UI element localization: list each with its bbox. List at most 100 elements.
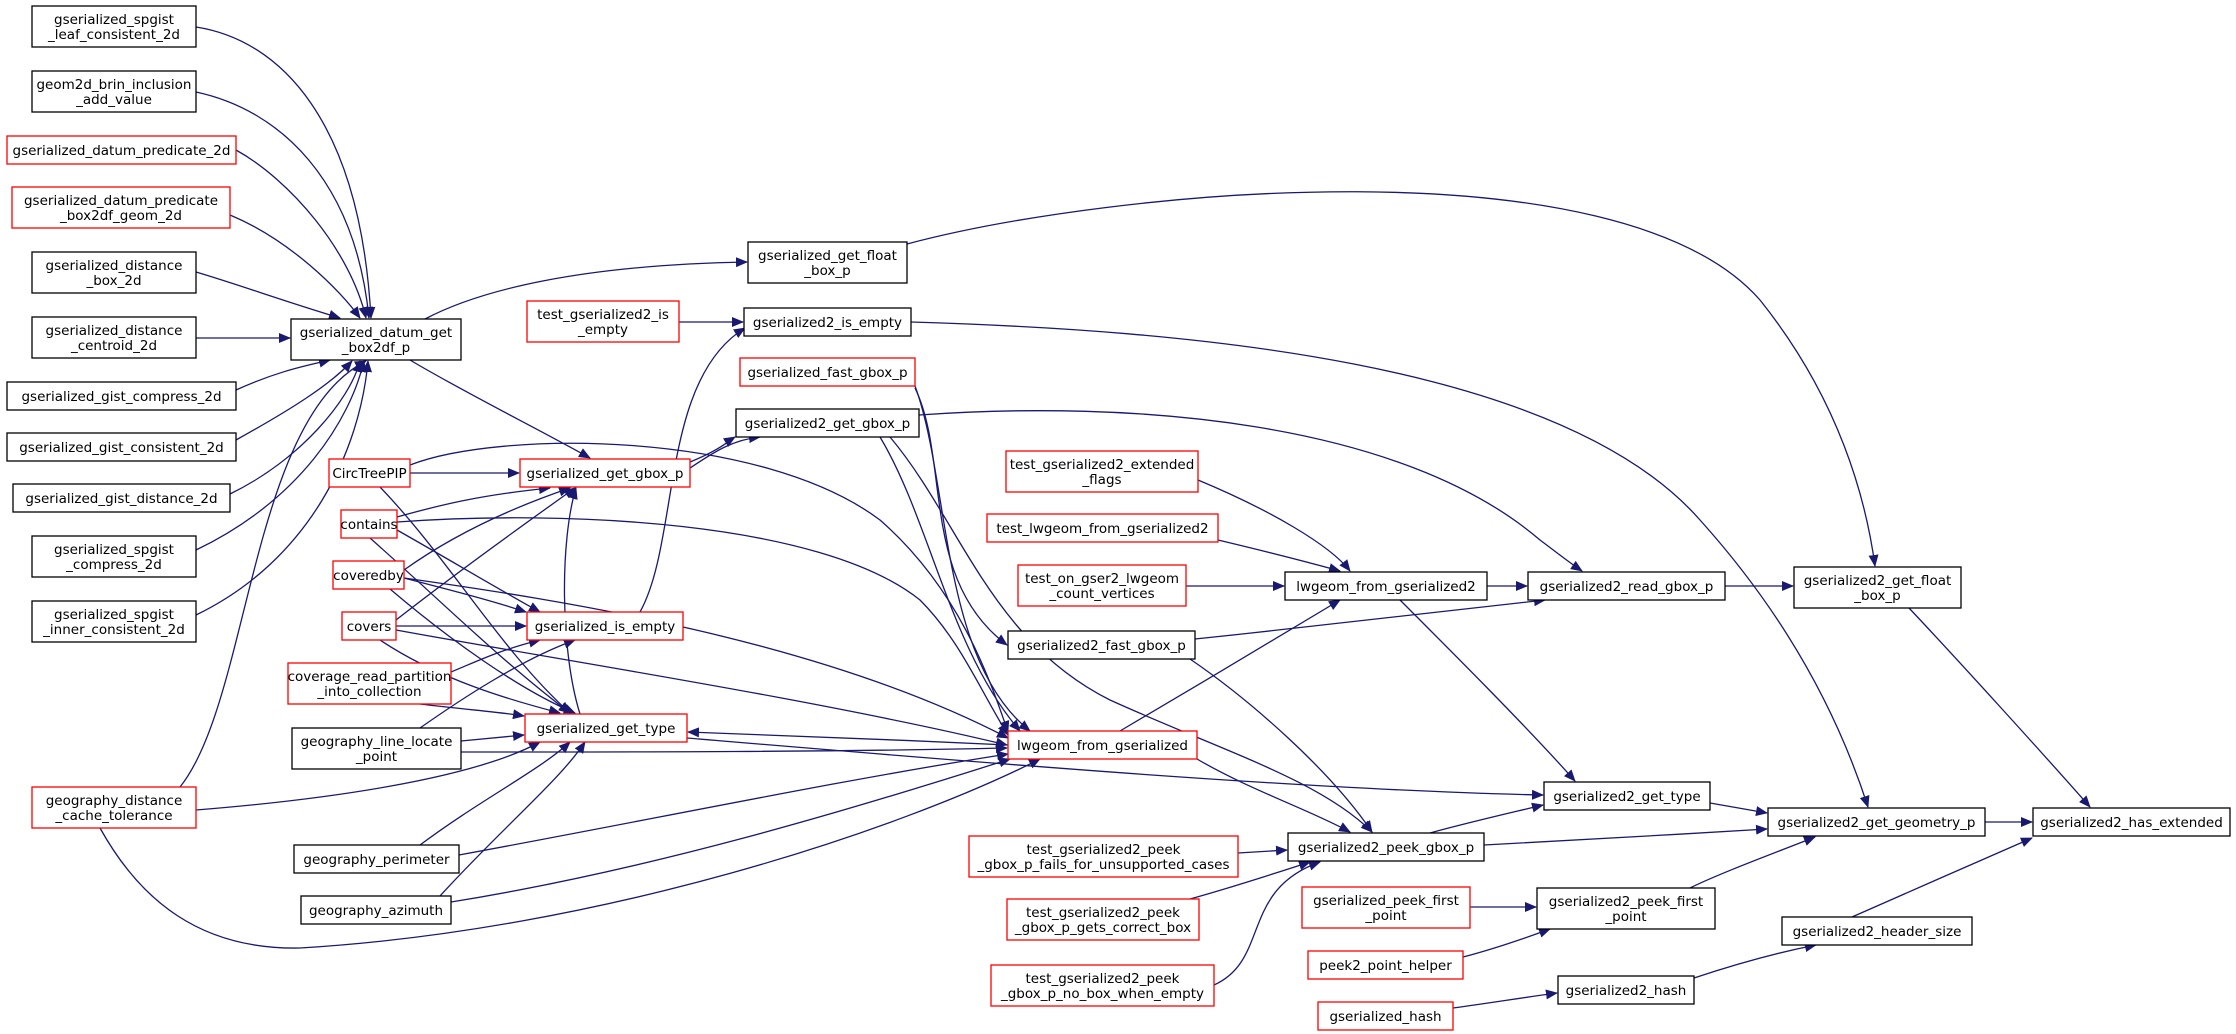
node-box xyxy=(1781,916,1973,946)
node-box xyxy=(31,600,197,643)
node-label: gserialized_spgist xyxy=(54,12,174,28)
edge-contains-lwgeom_from_g xyxy=(396,517,1009,736)
node-test-peek-nobox[interactable]: test_gserialized2_peek_gbox_p_no_box_whe… xyxy=(990,964,1215,1007)
node-box xyxy=(1301,886,1471,929)
node-contains[interactable]: contains xyxy=(340,509,398,539)
node-has-extended[interactable]: gserialized2_has_extended xyxy=(2032,807,2231,837)
node-box xyxy=(6,381,237,411)
node-test-g2-ext-flags[interactable]: test_gserialized2_extended_flags xyxy=(1005,450,1199,493)
node-label: _box_p xyxy=(1853,588,1900,604)
node-box xyxy=(1007,630,1196,660)
node-g-get-gbox-p[interactable]: gserialized_get_gbox_p xyxy=(519,458,691,488)
node-g2-fast-gbox-p[interactable]: gserialized2_fast_gbox_p xyxy=(1007,630,1196,660)
node-box xyxy=(287,662,452,705)
node-g-fast-gbox-p[interactable]: gserialized_fast_gbox_p xyxy=(739,357,916,387)
edge-g_get_type-g_get_gbox_p xyxy=(563,487,581,715)
node-spgist-compress[interactable]: gserialized_spgist_compress_2d xyxy=(31,535,197,578)
node-box xyxy=(31,535,197,578)
node-geog-azimuth[interactable]: geography_azimuth xyxy=(300,895,452,925)
node-dist-box-2d[interactable]: gserialized_distance_box_2d xyxy=(31,251,197,294)
node-label: gserialized_distance xyxy=(46,323,183,339)
node-get-float-box-p2[interactable]: gserialized2_get_float_box_p xyxy=(1793,566,1962,609)
edge-circtreepip-lwgeom_from_g xyxy=(409,442,1010,733)
node-label: gserialized2_get_type xyxy=(1553,789,1700,805)
node-dist-centroid-2d[interactable]: gserialized_distance_centroid_2d xyxy=(31,316,197,359)
edge-contains-g_is_empty xyxy=(396,529,541,613)
node-box xyxy=(1317,1001,1454,1031)
node-test-peek-correct[interactable]: test_gserialized2_peek_gbox_p_gets_corre… xyxy=(1006,898,1200,941)
node-box xyxy=(1005,450,1199,493)
node-g-get-float-box-p[interactable]: gserialized_get_float_box_p xyxy=(747,241,908,284)
edge-g_fast_gbox_p-g2_fast_gbox_p xyxy=(914,387,1008,646)
node-label: gserialized2_is_empty xyxy=(753,315,902,331)
edge-g_fast_gbox_p-lwgeom_from_g xyxy=(914,385,1031,732)
node-spgist-leaf[interactable]: gserialized_spgist_leaf_consistent_2d xyxy=(31,5,197,48)
node-datum-pred-box2df[interactable]: gserialized_datum_predicate_box2df_geom_… xyxy=(11,186,231,229)
node-test-peek-unsupported[interactable]: test_gserialized2_peek_gbox_p_fails_for_… xyxy=(968,835,1239,878)
node-g2-get-type[interactable]: gserialized2_get_type xyxy=(1543,781,1711,811)
node-lwgeom-from-g[interactable]: lwgeom_from_gserialized xyxy=(1007,730,1198,760)
edge-datum_pred_box2df-g_datum_get_box2df_p xyxy=(229,214,361,319)
node-label: gserialized2_get_float xyxy=(1804,573,1952,589)
node-label: gserialized2_header_size xyxy=(1793,924,1962,940)
node-test-g2-is-empty[interactable]: test_gserialized2_is_empty xyxy=(526,300,680,343)
node-get-geometry-p[interactable]: gserialized2_get_geometry_p xyxy=(1767,807,1986,837)
node-gist-consistent[interactable]: gserialized_gist_consistent_2d xyxy=(6,432,237,462)
node-g-get-type[interactable]: gserialized_get_type xyxy=(524,713,688,743)
node-label: geography_line_locate xyxy=(301,734,453,750)
node-label: geography_perimeter xyxy=(303,852,450,868)
edge-geog_dist_cache-g_get_type xyxy=(195,741,541,811)
node-label: test_gserialized2_peek xyxy=(1027,842,1181,858)
node-geog-dist-cache[interactable]: geography_distance_cache_tolerance xyxy=(31,786,197,829)
node-brin-add[interactable]: geom2d_brin_inclusion_add_value xyxy=(31,70,197,113)
node-g2-peek-first-point[interactable]: gserialized2_peek_first_point xyxy=(1536,887,1716,930)
node-label: geography_distance xyxy=(46,793,183,809)
node-label: lwgeom_from_gserialized xyxy=(1017,738,1188,754)
node-covers[interactable]: covers xyxy=(341,611,397,641)
node-label: lwgeom_from_gserialized2 xyxy=(1296,579,1476,595)
node-lwgeom-from-g2[interactable]: lwgeom_from_gserialized2 xyxy=(1284,571,1488,601)
node-box xyxy=(293,844,460,874)
node-g-is-empty[interactable]: gserialized_is_empty xyxy=(526,611,684,641)
edge-covers-lwgeom_from_g xyxy=(395,629,1008,748)
node-spgist-inner[interactable]: gserialized_spgist_inner_consistent_2d xyxy=(31,600,197,643)
edge-get_float_box_p2-has_extended xyxy=(1908,607,2091,808)
edge-coverage_read-g_is_empty xyxy=(450,637,541,673)
node-g2-peek-gbox-p[interactable]: gserialized2_peek_gbox_p xyxy=(1287,832,1485,862)
node-gist-distance[interactable]: gserialized_gist_distance_2d xyxy=(12,483,231,513)
node-label: _box2df_p xyxy=(341,340,410,356)
node-peek2-point-helper[interactable]: peek2_point_helper xyxy=(1307,950,1464,980)
node-g2-is-empty[interactable]: gserialized2_is_empty xyxy=(743,307,912,337)
node-label: _leaf_consistent_2d xyxy=(47,27,180,43)
node-g-datum-get-box2df-p[interactable]: gserialized_datum_get_box2df_p xyxy=(290,318,462,361)
node-g2-read-gbox-p[interactable]: gserialized2_read_gbox_p xyxy=(1527,571,1726,601)
node-box xyxy=(526,300,680,343)
node-g2-get-gbox-p[interactable]: gserialized2_get_gbox_p xyxy=(735,408,920,438)
node-g2-hash[interactable]: gserialized2_hash xyxy=(1557,975,1695,1005)
node-label: _empty xyxy=(577,322,628,338)
node-test-lwgeom-from-g2[interactable]: test_lwgeom_from_gserialized2 xyxy=(986,513,1219,543)
node-g-hash[interactable]: gserialized_hash xyxy=(1317,1001,1454,1031)
edge-test_peek_unsupported-g2_peek_gbox_p xyxy=(1237,845,1288,856)
node-header-size[interactable]: gserialized2_header_size xyxy=(1781,916,1973,946)
node-box xyxy=(1017,564,1187,607)
node-test-on-gser2[interactable]: test_on_gser2_lwgeom_count_vertices xyxy=(1017,564,1187,607)
node-label: covers xyxy=(347,619,392,635)
node-box xyxy=(2032,807,2231,837)
edge-g2_is_empty-get_geometry_p xyxy=(910,321,1870,808)
edge-geog_line_locate-lwgeom_from_g xyxy=(460,743,1008,754)
node-geog-perimeter[interactable]: geography_perimeter xyxy=(293,844,460,874)
node-gist-compress[interactable]: gserialized_gist_compress_2d xyxy=(6,381,237,411)
node-coverage-read[interactable]: coverage_read_partition_into_collection xyxy=(287,662,452,705)
edge-gist_distance-g_datum_get_box2df_p xyxy=(229,360,363,495)
nodes-layer: gserialized2_has_extended gserialized2_ge… xyxy=(6,5,2231,1031)
node-coveredby[interactable]: coveredby xyxy=(332,560,405,590)
node-geog-line-locate[interactable]: geography_line_locate_point xyxy=(291,727,462,770)
node-label: _box_p xyxy=(803,263,850,279)
edge-geog_line_locate-g_is_empty xyxy=(419,639,576,729)
node-g-peek-first-point[interactable]: gserialized_peek_first_point xyxy=(1301,886,1471,929)
node-label: _point xyxy=(1364,908,1406,924)
node-datum-pred-2d[interactable]: gserialized_datum_predicate_2d xyxy=(6,135,237,165)
node-circtreepip[interactable]: CircTreePIP xyxy=(328,458,411,488)
